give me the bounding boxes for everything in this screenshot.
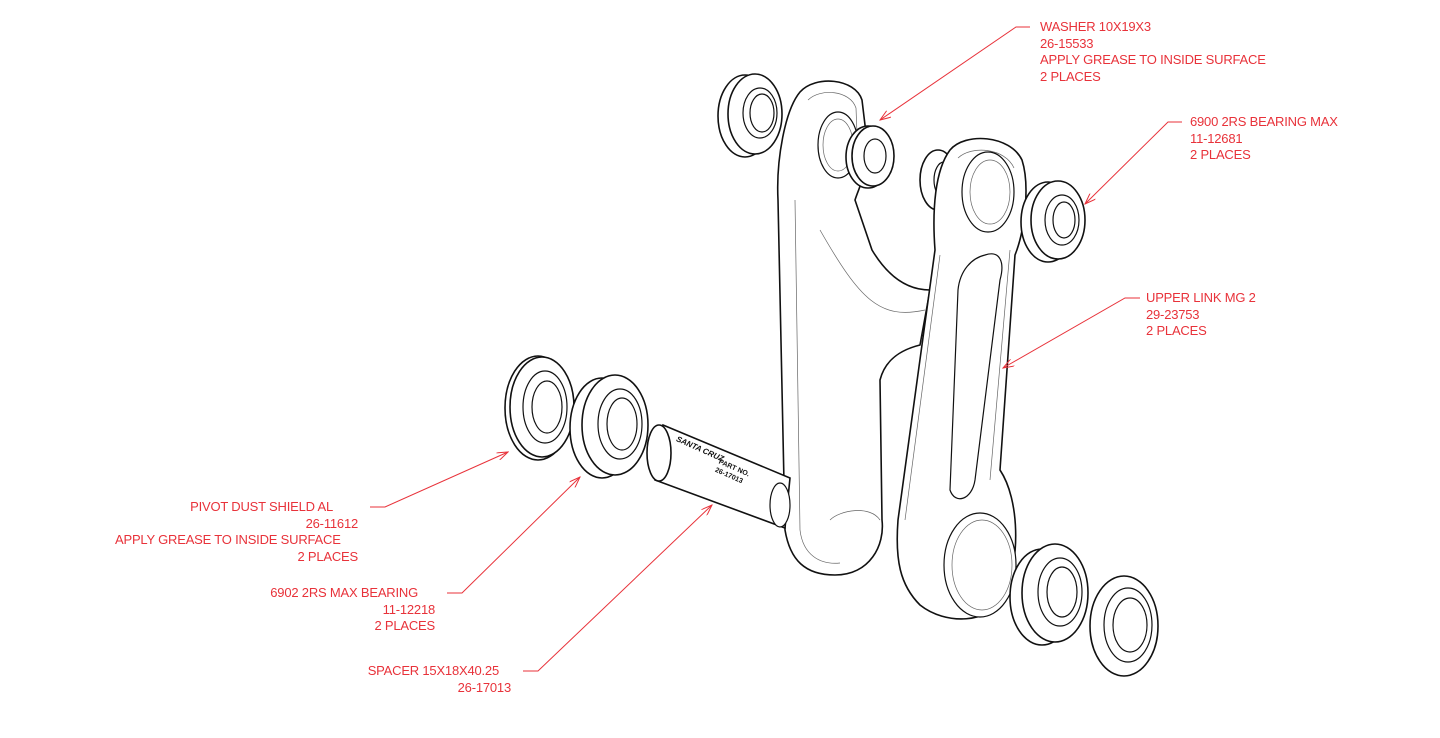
callout-qty: 2 PLACES [297,548,358,564]
bearing-6900-left [717,73,783,158]
callout-note: APPLY GREASE TO INSIDE SURFACE [115,532,341,547]
callout-upper-link: UPPER LINK MG 2 29-23753 2 PLACES [1146,290,1256,340]
callout-qty: 2 PLACES [374,618,435,633]
leader-dust-shield [370,452,508,508]
callout-name: WASHER 10X19X3 [1040,19,1151,34]
callout-qty: 2 PLACES [1146,323,1207,338]
callout-part-number: 26-17013 [457,679,512,695]
washer-top [845,125,895,189]
leader-spacer [523,505,712,672]
dust-shield-right [1089,575,1159,677]
callout-name: 6900 2RS BEARING MAX [1190,114,1338,129]
spacer: SANTA CRUZ PART NO. 26-17013 [646,423,791,530]
bearing-6902-right [1009,543,1089,646]
leader-upper-link [1003,297,1140,368]
bearing-6900-right [1020,180,1086,263]
leader-6900 [1085,121,1182,204]
dust-shield-left [504,355,575,461]
callout-part-number: 11-12681 [1190,130,1243,146]
callout-spacer: SPACER 15X18X40.25 26-17013 [311,663,512,696]
leader-lines [370,26,1182,672]
callout-part-number: 11-12218 [382,601,436,617]
callout-part-number: 29-23753 [1146,306,1200,322]
upper-link-right-arm [896,137,1027,620]
callout-dust-shield: PIVOT DUST SHIELD AL 26-11612 APPLY GREA… [108,499,358,565]
callout-washer: WASHER 10X19X3 26-15533 APPLY GREASE TO … [1040,19,1266,85]
bearing-6902-left [569,374,649,479]
callout-qty: 2 PLACES [1190,147,1251,162]
leader-6902 [447,477,580,594]
callout-part-number: 26-15533 [1040,35,1094,51]
callout-name: UPPER LINK MG 2 [1146,290,1256,305]
callout-name: 6902 2RS MAX BEARING [270,585,418,600]
callout-name: SPACER 15X18X40.25 [367,663,500,678]
callout-note: APPLY GREASE TO INSIDE SURFACE [1040,52,1266,67]
callout-bearing-6902: 6902 2RS MAX BEARING 11-12218 2 PLACES [235,585,435,635]
callout-name: PIVOT DUST SHIELD AL [190,499,333,514]
callout-bearing-6900: 6900 2RS BEARING MAX 11-12681 2 PLACES [1190,114,1338,164]
callout-qty: 2 PLACES [1040,68,1101,84]
leader-washer [880,26,1030,120]
callout-part-number: 26-11612 [305,515,359,531]
